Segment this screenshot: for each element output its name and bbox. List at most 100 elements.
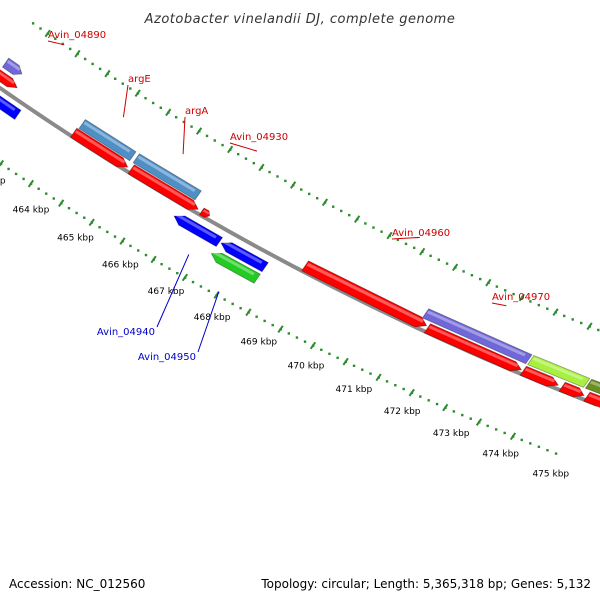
ring-tick [181, 273, 189, 282]
ring-dot [129, 244, 132, 248]
ring-dot [445, 262, 449, 265]
gene-arga-red [127, 164, 199, 210]
ring-dot [537, 303, 541, 307]
ring-dot [54, 37, 57, 40]
ring-dot [159, 106, 163, 109]
gene-avin-04970-box-c-highlight [590, 380, 600, 388]
ring-tick [353, 215, 361, 223]
ring-tick [104, 69, 111, 78]
ring-dot [45, 192, 48, 195]
ring-dot [328, 352, 331, 356]
ring-tick [475, 418, 483, 426]
ring-tick [74, 49, 81, 58]
tick-label: 468 kbp [194, 313, 231, 323]
ring-dot [151, 101, 155, 105]
gene-label-leader [197, 291, 220, 353]
ring-dot [554, 452, 558, 455]
ring-dot [22, 177, 25, 181]
ring-dot [255, 315, 258, 318]
ring-dot [546, 307, 549, 310]
gene-avin-04970-red-d [583, 391, 600, 408]
gene-avin-04970-red-b [519, 365, 560, 387]
gene-arge-box-highlight [83, 121, 131, 153]
ring-dot [98, 67, 102, 71]
tick-label: 471 kbp [336, 385, 373, 395]
ring-tick [88, 218, 95, 227]
ring-dot [174, 116, 178, 119]
gene-avin-04970-box-b [526, 355, 591, 388]
ring-dot [213, 139, 216, 142]
ring-dot [580, 321, 583, 325]
ring-dot [168, 267, 171, 270]
gene-features [0, 57, 600, 408]
gene-reverse-left-box-highlight [0, 97, 16, 112]
gene-label-leader [122, 84, 129, 118]
ring-tick [150, 255, 157, 264]
ring-tick [419, 247, 426, 256]
ring-tick [258, 163, 265, 172]
tick-rings [0, 22, 600, 455]
ring-dot [31, 22, 35, 25]
ring-dot [315, 196, 319, 200]
gene-avin-04970-red-a [423, 323, 523, 372]
gene-arga-red-highlight [132, 166, 196, 206]
ring-dot [252, 161, 256, 165]
gene-label-leader [229, 142, 258, 152]
ring-dot [437, 258, 441, 261]
ring-dot [396, 238, 400, 242]
ring-tick [452, 263, 459, 272]
ring-dot [236, 152, 240, 156]
ring-dot [160, 262, 163, 266]
ring-dot [276, 175, 279, 178]
ring-dot [470, 274, 474, 277]
gene-label: Avin_04960 [392, 228, 450, 239]
ring-dot [263, 319, 266, 323]
gene-label: argA [185, 106, 208, 117]
ring-dot [113, 77, 117, 80]
gene-avin-04960-red [301, 260, 428, 328]
ring-dot [427, 399, 430, 402]
ring-dot [320, 348, 323, 352]
ring-dot [495, 285, 499, 288]
gene-avin-04970-red-d-highlight [588, 393, 600, 401]
ring-dot [106, 230, 109, 234]
ring-dot [287, 332, 291, 335]
ring-dot [205, 134, 209, 138]
gene-avin-04960-red-highlight [306, 262, 424, 323]
ring-dot [563, 314, 566, 318]
ring-dot [412, 246, 416, 250]
ring-dot [221, 143, 224, 147]
gene-label: argE [128, 74, 151, 85]
gene-avin-04970-red-b-highlight [524, 367, 556, 383]
ring-dot [284, 179, 287, 183]
ring-tick [408, 388, 415, 397]
gene-avin-04970-box-c [584, 378, 600, 395]
ring-dot [7, 167, 10, 171]
ring-dot [303, 340, 307, 343]
ring-dot [239, 306, 242, 310]
ring-tick [195, 127, 203, 135]
tick-label: 469 kbp [240, 338, 277, 348]
tick-label: 464 kbp [13, 205, 50, 215]
ring-dot [520, 438, 523, 442]
gene-label-leader [182, 116, 186, 155]
ring-dot [300, 188, 303, 191]
ring-dot [137, 249, 140, 252]
gene-avin-04930-red [198, 207, 211, 218]
ring-tick [386, 231, 393, 240]
ring-tick [289, 181, 297, 189]
ring-tick [119, 237, 126, 245]
ring-dot [244, 157, 248, 160]
ring-dot [340, 209, 343, 213]
ring-tick [227, 145, 234, 154]
ring-tick [586, 322, 593, 331]
ring-dot [402, 387, 405, 391]
ring-dot [372, 226, 375, 229]
ring-dot [113, 235, 117, 238]
gene-avin-04970-red-c [558, 381, 585, 398]
map-title: Azotobacter vinelandii DJ, complete geno… [144, 12, 456, 27]
ring-dot [461, 413, 464, 417]
ring-dot [361, 368, 364, 371]
ring-dot [331, 205, 335, 208]
